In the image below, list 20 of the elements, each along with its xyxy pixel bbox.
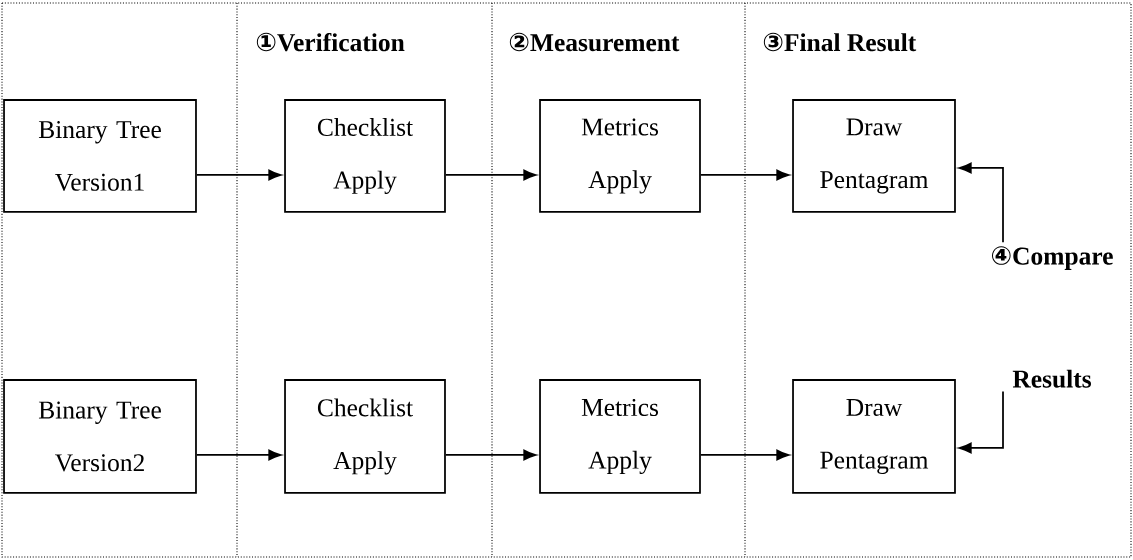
- process-box: Binary Tree Version1: [3, 99, 197, 213]
- process-box: Binary Tree Version2: [3, 379, 197, 494]
- arrow: [196, 169, 282, 181]
- arrow: [958, 162, 1004, 244]
- arrow: [445, 449, 537, 461]
- arrow: [196, 449, 282, 461]
- arrow: [958, 390, 1004, 454]
- process-box: Metrics Apply: [539, 99, 701, 213]
- process-box: Draw Pentagram: [792, 379, 956, 494]
- arrow: [700, 449, 790, 461]
- arrow: [700, 169, 790, 181]
- column-heading: ③Final Result: [763, 32, 917, 52]
- process-box: Metrics Apply: [539, 379, 701, 494]
- process-box: Checklist Apply: [284, 379, 446, 494]
- process-box: Draw Pentagram: [792, 99, 956, 213]
- arrow: [445, 169, 537, 181]
- column-heading: ②Measurement: [509, 32, 680, 52]
- process-box: Checklist Apply: [284, 99, 446, 213]
- column-heading: ①Verification: [256, 32, 405, 52]
- step-label: ④Compare Results: [992, 246, 1113, 388]
